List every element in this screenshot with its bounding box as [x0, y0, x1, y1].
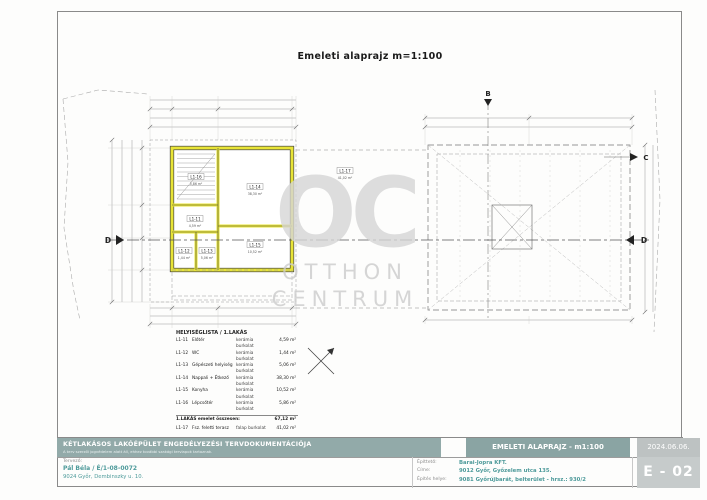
designer-name: Pál Béla / É/1-08-0072	[63, 465, 138, 472]
room-list-row: L1-13 Gépészeti helyiség kerámia burkola…	[176, 363, 298, 376]
room-code: L1-16	[176, 400, 189, 406]
site-boundary-lines	[62, 89, 661, 333]
sheet-border	[57, 11, 682, 487]
title-block: KÉTLAKÁSOS LAKÓÉPÜLET ENGEDÉLYEZÉSI TERV…	[57, 437, 700, 488]
room-area-l1-13: 5,06 m²	[201, 256, 214, 260]
designer-address: 9024 Győr, Dembinszky u. 10.	[63, 473, 144, 480]
room-code: L1-15	[176, 388, 189, 394]
room-name: Fsz. feletti terasz	[192, 426, 229, 432]
room-area-l1-14: 38,30 m²	[248, 192, 263, 196]
room-list-terrace-row: L1-17 Fsz. feletti terasz falap burkolat…	[176, 426, 298, 432]
sheet-title-banner: EMELETI ALAPRAJZ - m1:100	[466, 438, 630, 457]
room-tag-l1-14: L1-14	[249, 185, 261, 190]
sheet-number-box: E - 02	[637, 457, 700, 488]
room-area: 1,44 m²	[279, 350, 296, 356]
title-block-top-row	[57, 438, 683, 458]
project-title: KÉTLAKÁSOS LAKÓÉPÜLET ENGEDÉLYEZÉSI TERV…	[63, 440, 312, 448]
room-tag-l1-16: L1-16	[190, 175, 202, 180]
site-value: 9081 Győrújbarát, belterület - hrsz.: 93…	[459, 476, 586, 483]
room-area: 4,59 m²	[279, 338, 296, 343]
project-title-banner: KÉTLAKÁSOS LAKÓÉPÜLET ENGEDÉLYEZÉSI TERV…	[57, 438, 441, 457]
section-label-d-right: D	[641, 236, 647, 245]
site-row: Építés helye: 9081 Győrújbarát, belterül…	[417, 476, 586, 484]
room-finish: kerámia burkolat	[236, 363, 254, 375]
north-arrow-icon	[307, 347, 335, 375]
client-row: Építtető: Barai-Jopra KFT.	[417, 459, 586, 467]
date-box: 2024.06.06.	[637, 438, 700, 457]
room-list-header: HELYISÉGLISTA / 1.LAKÁS	[176, 330, 248, 336]
lower-terrace-outline	[171, 269, 293, 301]
section-label-d-left: D	[105, 236, 111, 245]
room-code: L1-14	[176, 375, 189, 381]
room-name: WC	[192, 350, 200, 356]
client-info: Építtető: Barai-Jopra KFT. Címe: 9012 Gy…	[417, 459, 586, 484]
room-list-row: L1-11 Előtér kerámia burkolat 4,59 m²	[176, 338, 298, 351]
room-tag-l1-17: L1-17	[339, 169, 351, 174]
room-list-total-label: 1.LAKÁS emelet összesen:	[176, 416, 240, 422]
room-name: Konyha	[192, 388, 208, 394]
room-finish: kerámia burkolat	[236, 350, 254, 362]
room-area-l1-17: 41,02 m²	[338, 176, 353, 180]
address-value: 9012 Győr, Győzelem utca 135.	[459, 468, 552, 475]
section-label-c: C	[643, 154, 648, 162]
room-code: L1-13	[176, 363, 189, 369]
room-code: L1-17	[176, 426, 189, 432]
room-area-l1-11: 4,59 m²	[189, 224, 202, 228]
designer-label: Tervező:	[63, 459, 83, 464]
room-list: HELYISÉGLISTA / 1.LAKÁS L1-11 Előtér ker…	[176, 330, 298, 432]
room-list-total-area: 67,12 m²	[274, 416, 296, 422]
designer-info: Tervező: Pál Béla / É/1-08-0072 9024 Győ…	[63, 459, 143, 480]
room-tag-l1-13: L1-13	[201, 249, 213, 254]
title-block-separator	[412, 457, 413, 488]
room-finish: falap burkolat	[236, 426, 266, 432]
drawing-title: Emeleti alaprajz m=1:100	[297, 51, 443, 62]
room-tag-l1-15: L1-15	[249, 243, 261, 248]
address-label: Címe:	[417, 468, 431, 474]
room-list-row: L1-16 Lépcsőtér kerámia burkolat 5,86 m²	[176, 401, 298, 414]
title-block-separator	[632, 457, 633, 488]
room-list-row: L1-14 Nappali + Étkező kerámia burkolat …	[176, 376, 298, 389]
room-finish: kerámia burkolat	[236, 400, 254, 413]
room-name: Lépcsőtér	[192, 400, 214, 406]
site-label: Építés helye:	[417, 476, 447, 482]
room-area: 5,86 m²	[279, 400, 296, 406]
section-marker-c: C	[604, 153, 649, 162]
building-slab-outline	[149, 139, 297, 303]
room-area: 38,30 m²	[276, 375, 296, 381]
section-label-b: B	[485, 90, 490, 98]
section-line-b: B	[484, 90, 492, 318]
dimension-lines	[111, 99, 654, 325]
room-name: Nappali + Étkező	[192, 375, 229, 381]
room-finish: kerámia burkolat	[236, 388, 254, 400]
room-finish: kerámia burkolat	[236, 338, 254, 350]
room-area: 5,06 m²	[279, 363, 296, 369]
room-area-l1-15: 10,52 m²	[248, 250, 263, 254]
room-list-total-row: 1.LAKÁS emelet összesen: 67,12 m²	[176, 414, 298, 424]
project-subtitle: A terv szerzői jogvédelem alatt áll, ehh…	[63, 448, 213, 454]
upper-terrace-lines	[296, 149, 428, 309]
roof-outline	[427, 144, 631, 311]
section-line-d: D D	[105, 235, 650, 245]
room-list-row: L1-15 Konyha kerámia burkolat 10,52 m²	[176, 388, 298, 401]
room-tags: L1-16 5,86 m² L1-11 4,59 m² L1-12 1,44 m…	[175, 167, 354, 260]
room-area-l1-12: 1,44 m²	[178, 256, 191, 260]
room-area: 10,52 m²	[276, 388, 296, 394]
room-name: Gépészeti helyiség	[192, 363, 233, 369]
room-name: Előtér	[192, 338, 205, 343]
room-list-row: L1-12 WC kerámia burkolat 1,44 m²	[176, 351, 298, 364]
room-finish: kerámia burkolat	[236, 375, 254, 388]
room-tag-l1-12: L1-12	[178, 249, 190, 254]
address-row: Címe: 9012 Győr, Győzelem utca 135.	[417, 467, 586, 475]
room-area-l1-16: 5,86 m²	[190, 182, 203, 186]
client-name: Barai-Jopra KFT.	[459, 460, 507, 466]
room-code: L1-11	[176, 338, 189, 343]
room-area: 41,02 m²	[276, 426, 296, 432]
room-tag-l1-11: L1-11	[189, 217, 201, 222]
client-label: Építtető:	[417, 460, 437, 465]
room-code: L1-12	[176, 350, 189, 356]
